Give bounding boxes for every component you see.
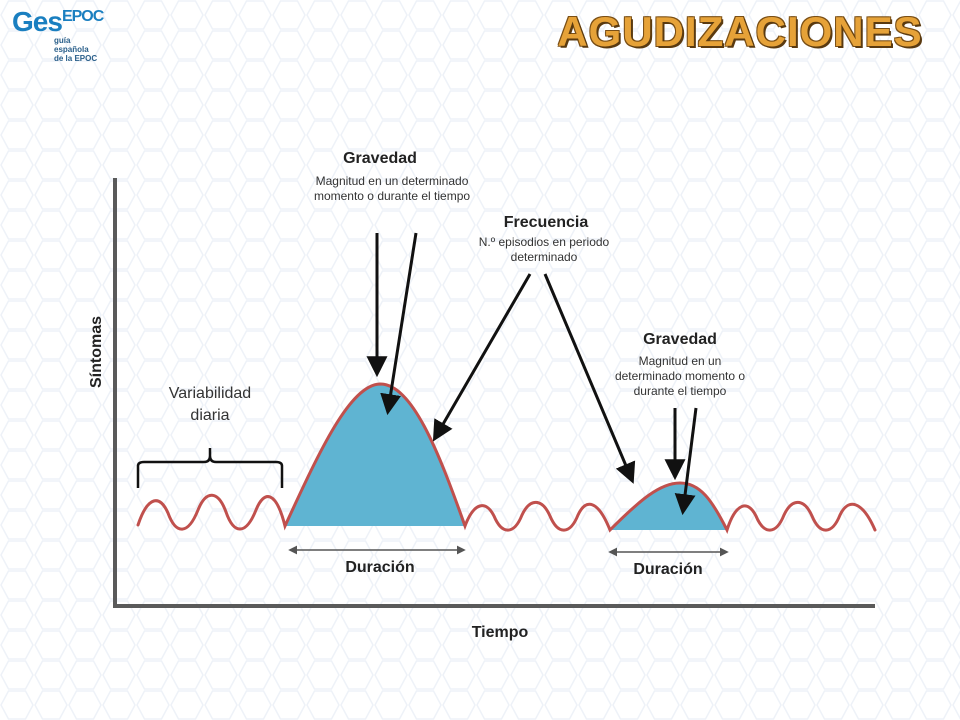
frequency-text: N.º episodios en periodo determinado [478,235,610,264]
severity-title-1: Gravedad [343,150,417,167]
daily-variability-label: Variabilidad diaria [168,385,252,424]
severity-text-1: Magnitud en un determinado momento o dur… [313,174,471,203]
duration-label-2: Duración [633,561,703,578]
daily-variability-brace [136,448,284,488]
x-axis-label: Tiempo [471,624,529,641]
severity-text-2: Magnitud en un determinado momento o dur… [614,354,746,398]
severity-arrow-1b [380,232,418,416]
frequency-arrow-right [543,273,636,484]
severity-arrow-2b [674,407,698,516]
frequency-arrow-left [432,273,532,442]
exacerbation-peak-2-fill [610,483,727,530]
severity-title-2: Gravedad [643,331,717,348]
page-title: AGUDIZACIONES [557,8,923,55]
logo-subtitle: guía española de la EPOC [54,36,98,63]
symptom-curve [136,382,877,534]
logo-wordmark: GesEPOC [12,6,104,37]
y-axis-label: Síntomas [88,316,105,389]
frequency-title: Frecuencia [503,214,589,231]
gesepoc-logo: GesEPOC guía española de la EPOC [12,6,132,66]
duration-label-1: Duración [345,559,415,576]
